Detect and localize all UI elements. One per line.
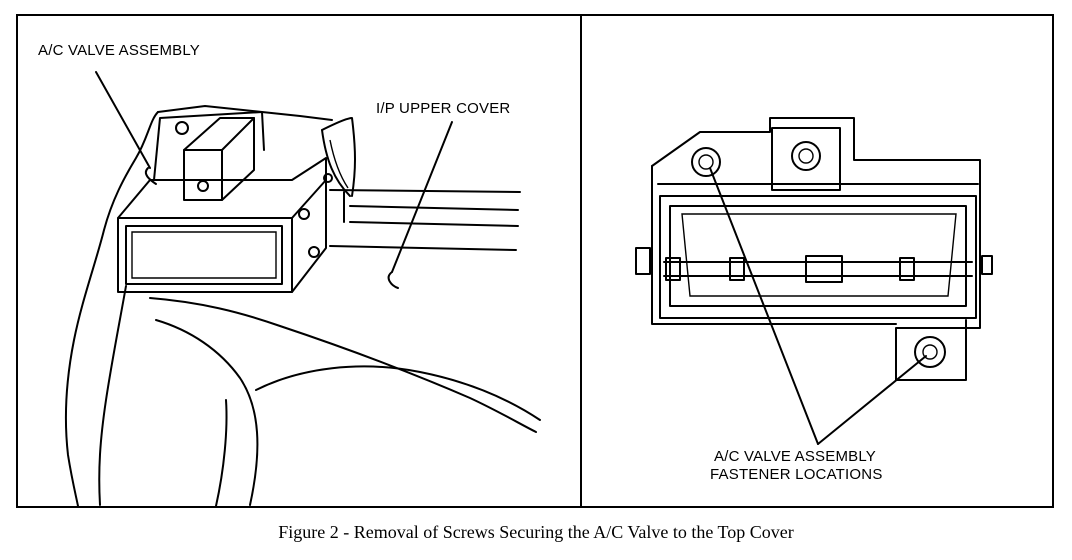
figure-frame — [16, 14, 1054, 508]
label-fastener-line1: A/C VALVE ASSEMBLY — [714, 448, 877, 465]
label-ac-valve-assembly: A/C VALVE ASSEMBLY — [38, 42, 201, 59]
label-fastener-line2: FASTENER LOCATIONS — [710, 466, 883, 483]
figure-caption: Figure 2 - Removal of Screws Securing th… — [278, 522, 794, 542]
label-ip-upper-cover: I/P UPPER COVER — [376, 100, 511, 117]
left-illustration — [65, 71, 541, 507]
panel-divider — [580, 14, 582, 508]
right-illustration — [635, 117, 993, 445]
